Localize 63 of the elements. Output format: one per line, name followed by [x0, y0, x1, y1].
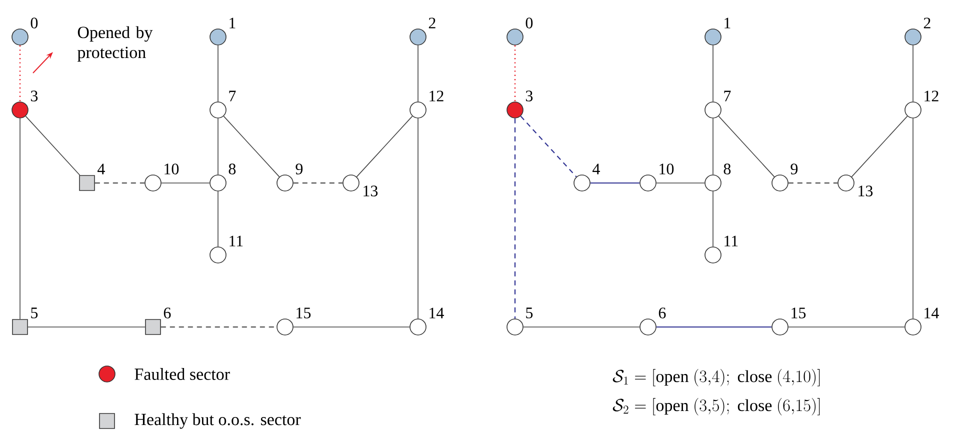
- line: [356, 116, 413, 178]
- node-number: 11: [230, 236, 243, 246]
- line: [25, 116, 80, 176]
- node-number: 11: [724, 236, 738, 246]
- node-number: 7: [724, 90, 731, 102]
- line: [718, 116, 775, 178]
- line: [712, 118, 714, 175]
- line: [712, 191, 714, 247]
- node-number: 5: [31, 308, 38, 318]
- node-number: 15: [296, 308, 311, 318]
- line: [160, 326, 277, 328]
- node-number: 12: [924, 90, 938, 102]
- node-number: 10: [660, 164, 674, 174]
- line: [523, 326, 640, 328]
- line: [28, 326, 146, 328]
- line: [712, 45, 714, 102]
- node-number: 13: [858, 186, 873, 196]
- line: [514, 45, 516, 102]
- annotation: Opened by protection: [77, 26, 153, 62]
- line: [293, 182, 343, 184]
- node-number: 8: [228, 164, 236, 174]
- line: [514, 118, 516, 319]
- line: [19, 45, 21, 102]
- line: [223, 116, 280, 178]
- line: [520, 116, 577, 178]
- node-number: 1: [724, 18, 730, 28]
- line: [788, 326, 905, 328]
- line: [912, 118, 914, 319]
- node-number: 9: [790, 164, 798, 174]
- node-number: 6: [164, 308, 171, 318]
- node-number: 14: [430, 308, 444, 318]
- node-number: 4: [592, 164, 600, 174]
- line: [656, 182, 705, 184]
- legend-label: Faulted sector: [134, 368, 230, 380]
- line: [912, 45, 914, 102]
- node-number: 2: [428, 18, 436, 28]
- node-number: 3: [30, 90, 38, 102]
- node-number: 1: [230, 18, 236, 28]
- node-number: 5: [526, 308, 533, 318]
- node-number: 13: [364, 186, 378, 196]
- node-number: 12: [430, 90, 444, 102]
- line: [161, 182, 210, 184]
- legend-label: Healthy but o.o.s. sector: [134, 413, 301, 429]
- switching-sequence: $\mathcal{S}_1 = [\mathrm{open}\ (3{,}4);\ \mathrm{close}\ (4{,}10)]$: [612, 369, 820, 386]
- line: [851, 116, 908, 178]
- node-number: 7: [229, 90, 236, 102]
- node-number: 0: [30, 18, 38, 28]
- node-number: 6: [658, 308, 666, 318]
- node-number: 9: [296, 164, 303, 174]
- node-number: 8: [724, 164, 731, 174]
- node-number: 3: [526, 90, 533, 102]
- switching-sequence: $\mathcal{S}_2 = [\mathrm{open}\ (3{,}5);\ \mathrm{close}\ (6{,}15)]$: [612, 398, 820, 416]
- node-number: 2: [924, 18, 930, 28]
- node-number: 10: [164, 164, 179, 174]
- node-number: 14: [924, 308, 939, 318]
- node-number: 4: [98, 164, 105, 174]
- line: [94, 182, 145, 184]
- node-number: 0: [526, 18, 533, 28]
- line: [293, 326, 410, 328]
- line: [656, 326, 772, 328]
- line: [788, 182, 838, 184]
- node-number: 15: [792, 308, 806, 318]
- line: [590, 182, 640, 184]
